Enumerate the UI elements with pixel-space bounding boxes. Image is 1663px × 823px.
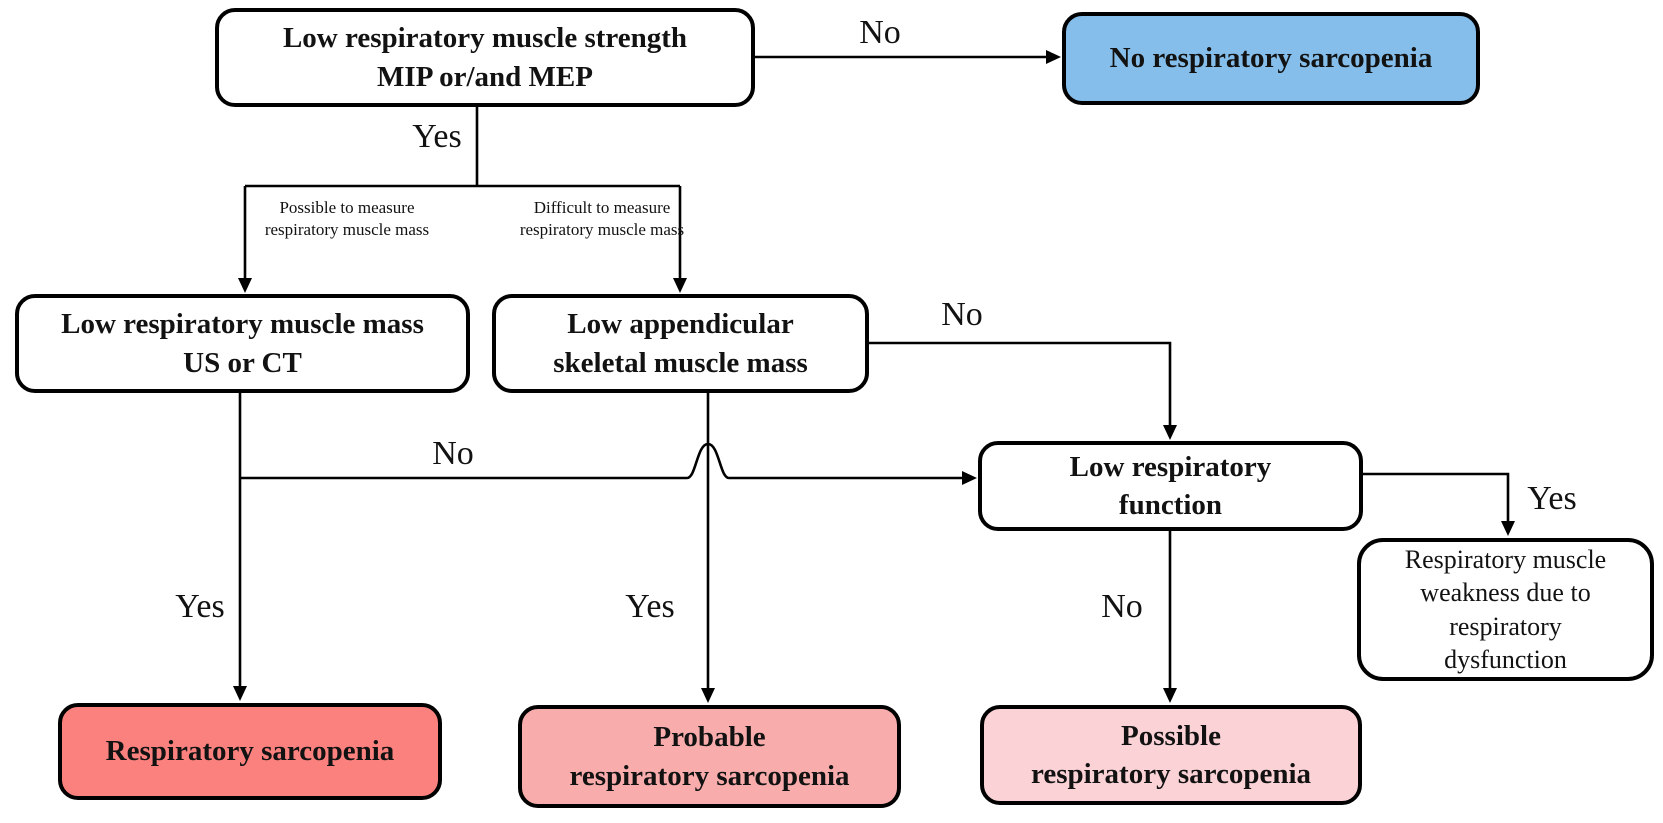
node-probable-respiratory-sarcopenia: Probable respiratory sarcopenia	[518, 705, 901, 808]
edge-appendicular-to-probable	[701, 393, 715, 703]
node-respiratory-muscle-weakness: Respiratory muscle weakness due to respi…	[1357, 538, 1654, 681]
node-text-line: Respiratory muscle	[1404, 544, 1607, 574]
label-no-strength-branch: No	[859, 14, 901, 51]
label-no-appendicular-branch: No	[941, 296, 983, 333]
label-yes-appendicular-branch: Yes	[625, 588, 675, 625]
node-text-line: US or CT	[183, 346, 302, 379]
node-text-line: No respiratory sarcopenia	[1109, 42, 1433, 75]
arrowhead-down-icon	[238, 278, 252, 293]
arrowhead-right-icon	[1046, 50, 1061, 64]
node-text-line: Probable	[653, 721, 766, 754]
node-text-line: Possible	[1121, 719, 1221, 752]
label-text-line: respiratory muscle mass	[264, 220, 430, 240]
label-text-line: Possible to measure	[279, 198, 415, 217]
node-text-line: dysfunction	[1444, 644, 1567, 674]
label-text-line: respiratory muscle mass	[519, 220, 685, 240]
node-low-respiratory-function: Low respiratory function	[978, 441, 1363, 531]
label-yes-function-branch: Yes	[1527, 480, 1577, 517]
node-low-appendicular-skeletal-muscle-mass: Low appendicular skeletal muscle mass	[492, 294, 869, 393]
label-no-muscle-mass-branch: No	[432, 435, 474, 472]
arrowhead-down-icon	[1163, 688, 1177, 703]
node-text-line: respiratory sarcopenia	[1030, 758, 1312, 790]
node-text-line: Low respiratory	[1069, 450, 1272, 483]
node-low-respiratory-muscle-strength: Low respiratory muscle strength MIP or/a…	[215, 8, 755, 107]
node-text-line: Respiratory sarcopenia	[105, 735, 395, 768]
node-text-line: Low appendicular	[567, 308, 794, 341]
arrowhead-down-icon	[673, 278, 687, 293]
node-no-respiratory-sarcopenia: No respiratory sarcopenia	[1062, 12, 1480, 105]
connector-line	[1363, 472, 1510, 521]
label-yes-muscle-mass-branch: Yes	[175, 588, 225, 625]
arrowhead-down-icon	[233, 686, 247, 701]
node-text-line: function	[1118, 489, 1223, 521]
arrowhead-down-icon	[1501, 521, 1515, 536]
arrowhead-right-icon	[962, 471, 977, 485]
node-respiratory-sarcopenia: Respiratory sarcopenia	[58, 703, 442, 800]
node-possible-respiratory-sarcopenia: Possible respiratory sarcopenia	[980, 705, 1362, 805]
edge-strength-to-no-sarcopenia	[755, 50, 1061, 64]
arrowhead-down-icon	[1163, 425, 1177, 440]
label-yes-strength-branch: Yes	[412, 118, 462, 155]
node-text-line: weakness due to	[1420, 578, 1591, 608]
connector-line-with-hop	[240, 442, 962, 480]
label-no-function-branch: No	[1101, 588, 1143, 625]
node-text-line: Low respiratory muscle mass	[61, 308, 424, 341]
edge-split-to-appendicular	[673, 186, 687, 293]
edge-appendicular-no-to-function	[869, 341, 1177, 440]
node-low-respiratory-muscle-mass: Low respiratory muscle mass US or CT	[15, 294, 470, 393]
edge-function-no-to-possible	[1163, 531, 1177, 703]
label-difficult-to-measure: Difficult to measure respiratory muscle …	[502, 197, 702, 241]
edge-muscle-mass-no-to-function	[240, 442, 977, 485]
edge-muscle-mass-to-sarcopenia	[233, 393, 247, 701]
label-possible-to-measure: Possible to measure respiratory muscle m…	[247, 197, 447, 241]
edge-function-yes-to-weakness	[1363, 472, 1515, 536]
connector-line	[869, 341, 1172, 425]
node-text-line: respiratory sarcopenia	[569, 759, 850, 792]
node-text-line: Low respiratory muscle strength	[282, 22, 688, 55]
node-text-line: respiratory	[1449, 611, 1562, 641]
node-text-line: skeletal muscle mass	[553, 346, 808, 379]
arrowhead-down-icon	[701, 688, 715, 703]
label-text-line: Difficult to measure	[533, 198, 671, 217]
edge-split-to-muscle-mass	[238, 186, 252, 293]
node-text-line: MIP or/and MEP	[377, 60, 593, 93]
